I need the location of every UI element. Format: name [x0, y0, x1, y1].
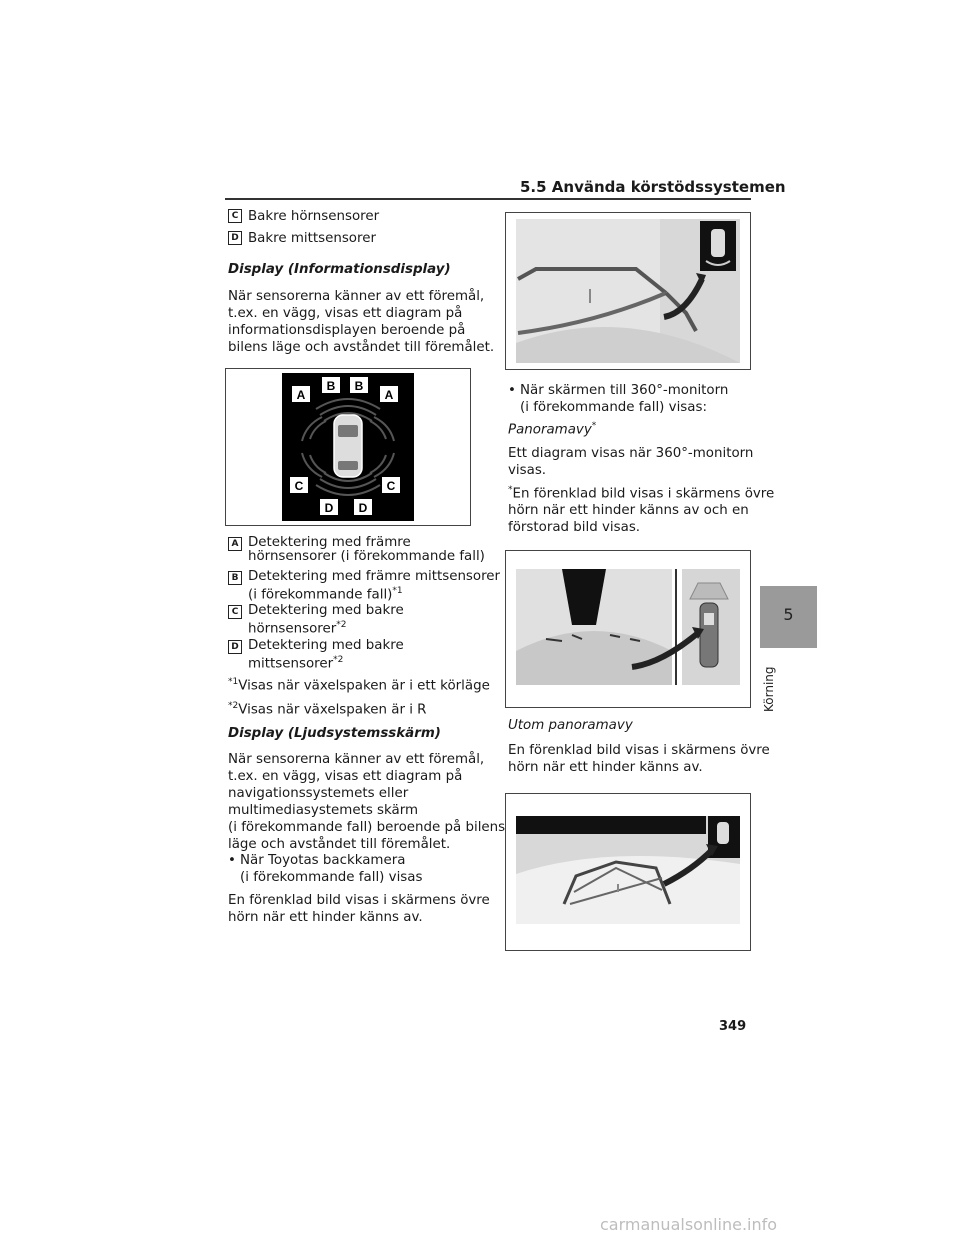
fig1-label-d-left: D — [325, 501, 334, 515]
fig1-label-d-right: D — [359, 501, 368, 515]
paragraph-info-display: När sensorerna känner av ett föremål,t.e… — [228, 289, 495, 355]
bullet-360-monitor: • När skärmen till 360°-monitorn (i före… — [508, 383, 729, 415]
heading-non-panorama: Utom panoramavy — [508, 718, 633, 733]
heading-panorama: Panoramavy* — [508, 421, 597, 438]
header-rule — [225, 198, 751, 200]
page-number: 349 — [719, 1019, 747, 1034]
watermark: carmanualsonline.info — [600, 1215, 778, 1234]
sensor-diagram: A B B A C C D D — [282, 373, 414, 521]
fig1-label-b-left: B — [327, 379, 336, 393]
fig1-label-a-right: A — [385, 388, 394, 402]
heading-audio-display: Display (Ljudsystemsskärm) — [228, 726, 441, 741]
sensor-diagram-figure: A B B A C C D D — [225, 368, 471, 526]
fig1-label-b-right: B — [355, 379, 364, 393]
label-c: C — [228, 209, 242, 223]
chapter-tab — [760, 586, 817, 648]
chapter-name: Körning — [762, 666, 776, 713]
fig1-label-c-left: C — [295, 479, 304, 493]
section-title: 5.5 Använda körstödssystemen — [520, 178, 786, 196]
paragraph-audio-display: När sensorerna känner av ett föremål,t.e… — [228, 752, 506, 852]
fig1-label-a-left: A — [297, 388, 306, 402]
panorama-screen — [516, 569, 740, 685]
non-panorama-figure — [505, 793, 751, 951]
chapter-number: 5 — [783, 605, 794, 624]
label-d: D — [228, 231, 242, 245]
paragraph-panorama-note: *En förenklad bild visas i skärmens övre… — [508, 485, 775, 536]
fig1-label-c-right: C — [387, 479, 396, 493]
non-panorama-screen — [516, 816, 740, 924]
bullet-backup-camera: • När Toyotas backkamera (i förekommande… — [228, 853, 423, 885]
backup-camera-screen — [516, 219, 740, 363]
panorama-figure — [505, 550, 751, 708]
backup-camera-figure — [505, 212, 751, 370]
footnote-1: *1Visas när växelspaken är i ett körläge — [228, 677, 490, 694]
footnote-2: *2Visas när växelspaken är i R — [228, 701, 427, 718]
heading-info-display: Display (Informationsdisplay) — [228, 262, 451, 277]
